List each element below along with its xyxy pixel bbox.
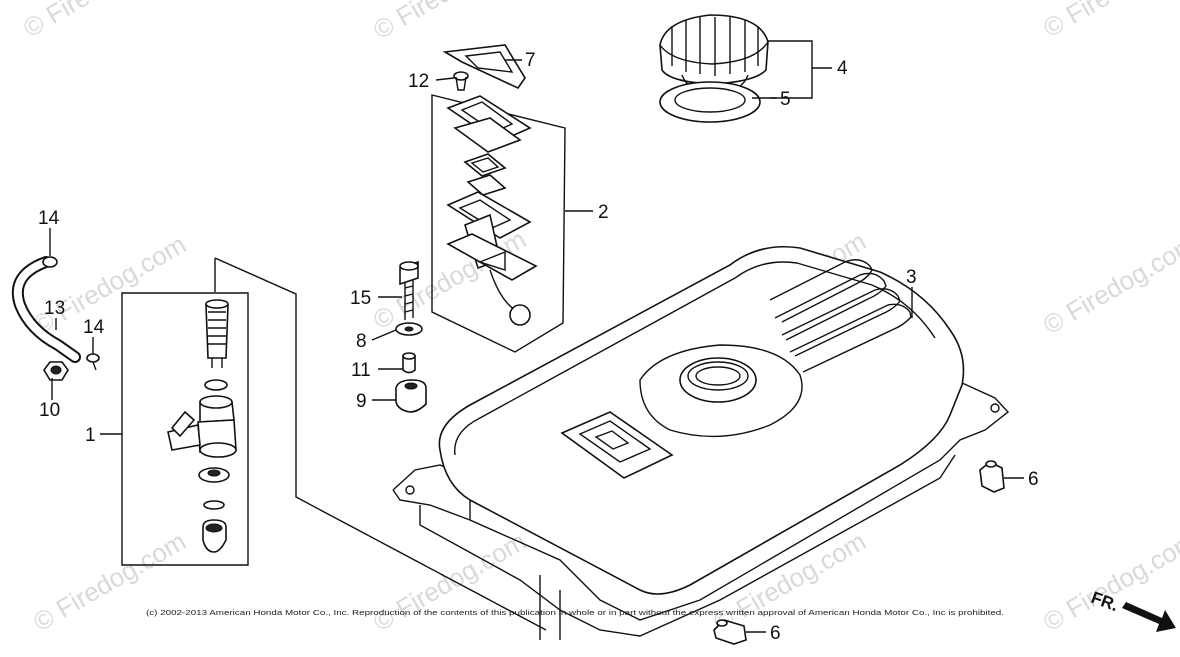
watermark-2: © Firedog.com [368,0,531,45]
callouts: 1 2 3 4 5 6 6 7 8 9 10 11 12 13 14 14 15 [38,50,1039,644]
callout-12: 12 [408,71,429,92]
cap-gasket [659,81,761,123]
mounting-hardware [395,260,427,413]
callout-6-lower: 6 [770,623,781,644]
hose-clips [42,256,100,371]
copyright-notice: (c) 2002-2013 American Honda Motor Co., … [146,608,1004,617]
callout-2: 2 [598,202,609,223]
callout-13: 13 [44,298,65,319]
watermark-8: © Firedog.com [28,526,191,637]
fuel-cap [659,14,769,96]
watermark-5: © Firedog.com [368,224,531,335]
watermark-9: © Firedog.com [368,526,531,637]
callout-9: 9 [356,391,367,412]
nut-10 [43,361,69,381]
watermark-7: © Firedog.com [1038,229,1180,340]
fuel-hose [11,256,81,363]
leader-lines [49,40,1024,633]
watermark-4: © Firedog.com [28,229,191,340]
callout-7: 7 [525,50,536,71]
callout-15: 15 [350,288,371,309]
fuel-gauge-assembly [431,44,566,353]
callout-11: 11 [351,360,371,381]
callout-5: 5 [780,89,791,110]
callout-10: 10 [39,400,60,421]
callout-4: 4 [837,58,848,79]
callout-6-upper: 6 [1028,469,1039,490]
watermark-1: © Firedog.com [18,0,181,43]
screw-12 [453,71,469,91]
fuel-valve-assembly [121,292,249,566]
front-direction-indicator: FR. [1089,588,1176,632]
callout-14-lower: 14 [83,317,105,338]
callout-3: 3 [906,267,917,288]
rubber-mount-6-lower [713,619,747,645]
callout-8: 8 [356,331,367,352]
arrow-icon [1122,602,1176,632]
rubber-mount-6-upper [979,460,1005,493]
watermark-3: © Firedog.com [1038,0,1180,43]
callout-1: 1 [85,425,96,446]
fuel-tank [392,245,1010,640]
callout-14-upper: 14 [38,208,60,229]
